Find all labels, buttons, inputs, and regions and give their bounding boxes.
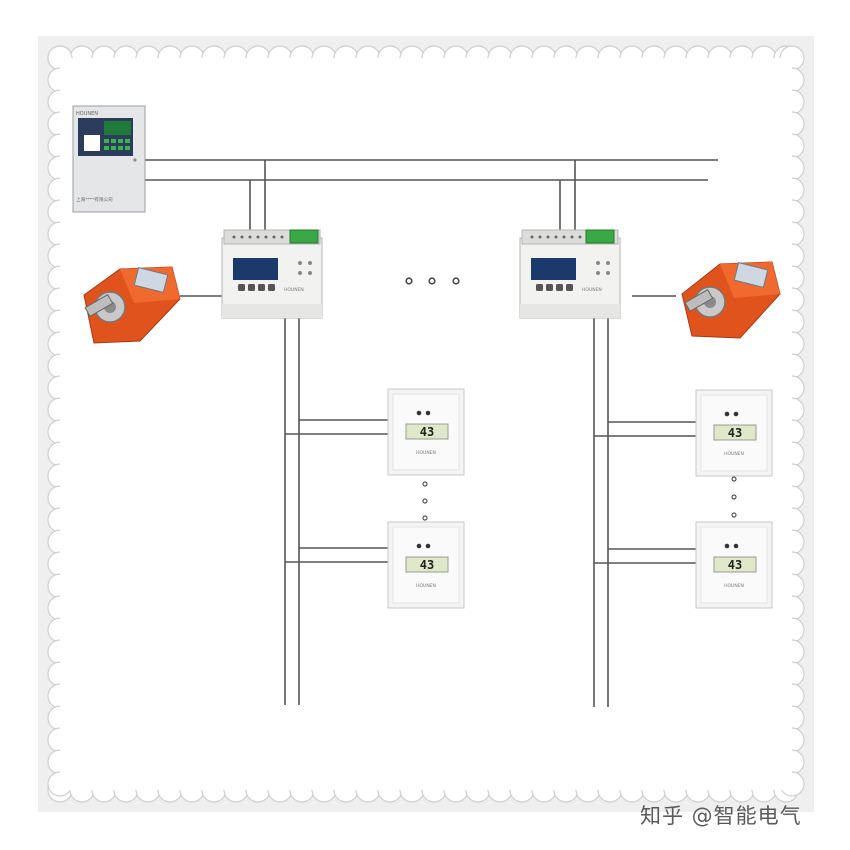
sensor-panel-right-bottom: 43 HOUNEN	[695, 521, 773, 609]
sensor-brand-label: HOUNEN	[416, 583, 436, 589]
sensor-reading: 43	[420, 558, 434, 572]
controller-footer-label: 上海****有限公司	[76, 196, 113, 203]
damper-actuator-right	[681, 261, 781, 339]
sensor-reading: 43	[728, 426, 742, 440]
sensor-panel-left-top: 43 HOUNEN	[387, 388, 465, 476]
sensor-brand-label: HOUNEN	[724, 451, 744, 457]
sensor-brand-label: HOUNEN	[416, 450, 436, 456]
module-brand-label: HOUNEN	[582, 287, 602, 293]
sensor-ellipsis-left	[422, 481, 428, 521]
sensor-brand-label: HOUNEN	[724, 583, 744, 589]
sensor-reading: 43	[420, 425, 434, 439]
sensor-ellipsis-right	[731, 476, 737, 518]
controller-cabinet: HOUNEN 上海****有限公司	[72, 105, 146, 213]
module-brand-label: HOUNEN	[284, 287, 304, 293]
sensor-panel-right-top: 43 HOUNEN	[695, 389, 773, 477]
watermark-text: 知乎 @智能电气	[640, 804, 802, 828]
bus-wires	[145, 159, 718, 707]
ellipsis-dots	[405, 277, 460, 285]
control-module-right: HOUNEN	[519, 229, 621, 319]
control-module-left: HOUNEN	[221, 229, 323, 319]
damper-actuator-left	[83, 266, 181, 344]
controller-brand-label: HOUNEN	[76, 111, 98, 117]
sensor-reading: 43	[728, 558, 742, 572]
sensor-panel-left-bottom: 43 HOUNEN	[387, 521, 465, 609]
